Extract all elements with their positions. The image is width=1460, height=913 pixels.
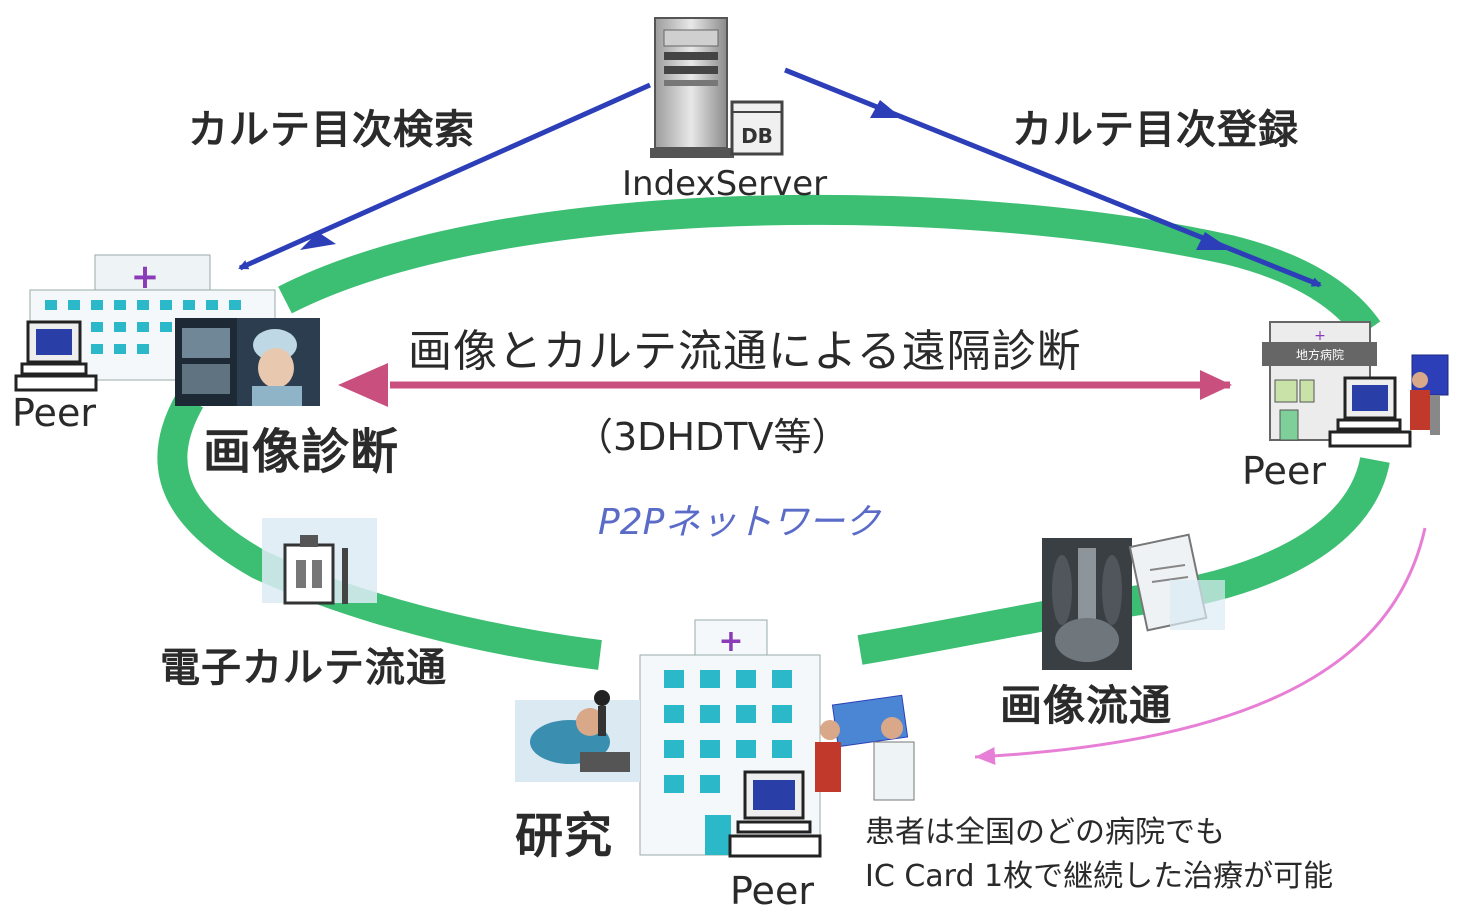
clinic-sign: 地方病院	[1296, 347, 1344, 362]
svg-text:+: +	[1314, 328, 1326, 344]
register-arrow	[784, 67, 1322, 288]
register-arrow-head-mid	[870, 100, 902, 118]
register-arrow-head-low	[1196, 232, 1232, 250]
server-icon	[650, 17, 734, 158]
search-arrow-head-mid	[300, 232, 336, 250]
peer-label-left: Peer	[12, 391, 96, 435]
search-label: カルテ目次検索	[188, 107, 475, 153]
patient-icon-bottom	[815, 694, 915, 801]
index-server-label: IndexServer	[622, 164, 828, 204]
image-diagnosis-label: 画像診断	[203, 424, 400, 480]
xray-image	[1042, 538, 1132, 670]
remote-diagnosis-arrow-left-head	[338, 363, 388, 407]
search-arrow	[238, 82, 652, 271]
medical-record-icon	[262, 518, 377, 605]
remote-diagnosis-label: 画像とカルテ流通による遠隔診断	[408, 326, 1082, 377]
blue-arrows	[238, 67, 1322, 288]
patient-icon-right	[1410, 354, 1449, 435]
peer-label-bottom: Peer	[730, 869, 814, 913]
db-label: DB	[741, 124, 773, 148]
hospital-icon-bottom: +	[639, 619, 821, 856]
hdtv-label: （3DHDTV等）	[575, 415, 850, 459]
register-label: カルテ目次登録	[1012, 107, 1299, 153]
svg-text:+: +	[718, 624, 743, 659]
patient-note-line1: 患者は全国のどの病院でも	[865, 815, 1225, 850]
ring-top-arc	[278, 194, 1381, 339]
patient-flow-arrow	[974, 527, 1427, 765]
patient-note-line2: IC Card 1枚で継続した治療が可能	[865, 859, 1334, 894]
computer-icon-left	[14, 320, 98, 392]
computer-icon-right	[1328, 376, 1412, 448]
database-icon: DB	[730, 100, 784, 156]
emr-distribution-label: 電子カルテ流通	[160, 645, 447, 691]
researcher-photo	[515, 690, 640, 782]
research-label: 研究	[515, 808, 614, 864]
doctor-photo	[175, 318, 320, 406]
computer-icon-bottom	[728, 770, 822, 858]
chart-document-icon	[1128, 533, 1225, 632]
peer-label-right: Peer	[1242, 449, 1326, 493]
p2p-network-label: P2Pネットワーク	[598, 502, 881, 543]
image-distribution-label: 画像流通	[1000, 681, 1173, 730]
